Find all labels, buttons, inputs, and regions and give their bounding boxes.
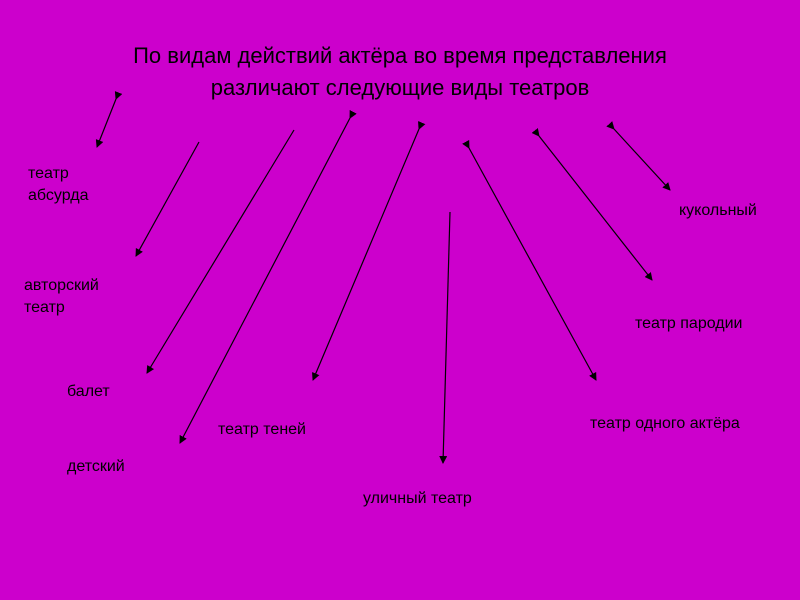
label-author-theatre: авторский театр <box>24 275 99 319</box>
arrow-to-shadows <box>312 120 426 381</box>
label-parody-theatre: театр пародии <box>635 315 743 332</box>
arrow-to-puppet <box>606 121 671 191</box>
label-absurd-theatre: театр абсурда <box>28 163 88 207</box>
arrow-to-absurd <box>95 91 123 148</box>
title-line-1: По видам действий актёра во время предст… <box>133 43 667 68</box>
title-line-2: различают следующие виды театров <box>210 75 590 100</box>
label-children-theatre: детский <box>67 458 125 475</box>
arrow-to-children <box>179 109 357 444</box>
label-author-line-1: авторский <box>24 277 99 294</box>
arrow-to-one-actor <box>462 139 597 381</box>
arrow-to-parody <box>531 128 653 281</box>
label-absurd-line-1: театр <box>28 165 69 182</box>
label-puppet-theatre: кукольный <box>679 202 757 219</box>
arrow-to-ballet <box>146 129 295 374</box>
label-absurd-line-2: абсурда <box>28 187 89 204</box>
diagram-title: По видам действий актёра во время предст… <box>0 40 800 104</box>
arrow-to-street <box>439 211 451 464</box>
arrow-to-author <box>135 141 200 257</box>
label-ballet: балет <box>67 383 110 400</box>
label-street-theatre: уличный театр <box>363 490 472 507</box>
label-one-actor-theatre: театр одного актёра <box>590 415 740 432</box>
label-author-line-2: театр <box>24 299 65 316</box>
label-shadow-theatre: театр теней <box>218 421 306 438</box>
